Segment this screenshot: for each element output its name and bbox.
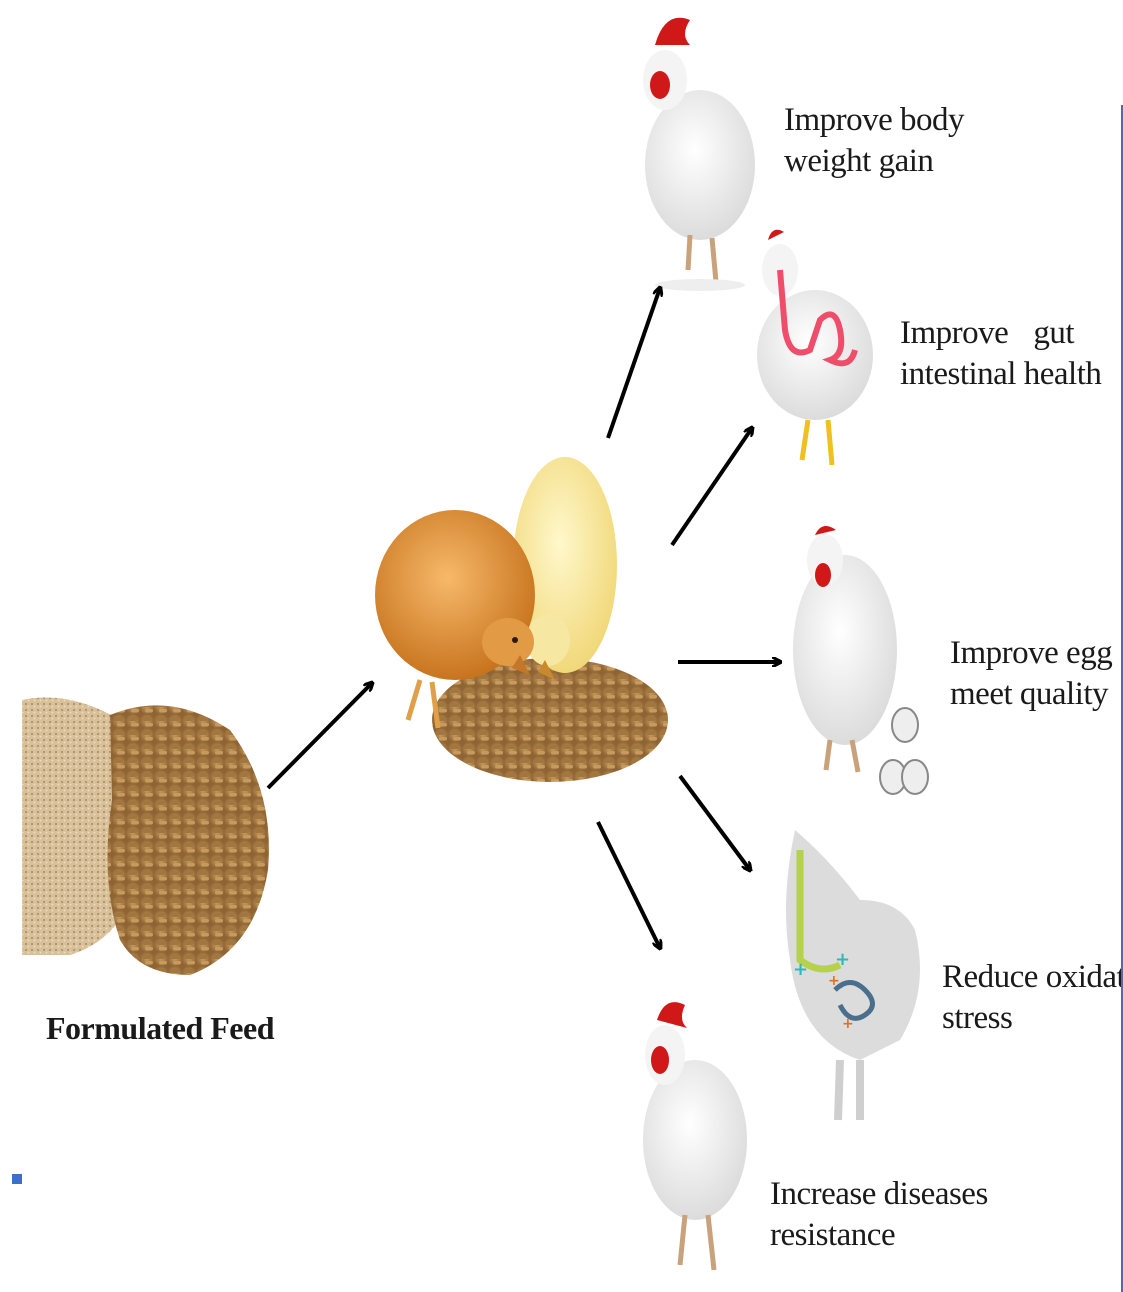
benefit-line: Increase diseases [770, 1174, 988, 1215]
benefit-line: resistance [770, 1215, 988, 1256]
benefit-disease-resistance-label: Increase diseases resistance [770, 1174, 988, 1257]
hen-egg-quality-image [793, 526, 928, 794]
benefit-gut-health-label: Improve gut intestinal health [900, 313, 1074, 396]
benefit-line: Improve egg and [950, 633, 1122, 674]
benefit-body-weight-label: Improve body weight gain [784, 100, 938, 183]
benefit-line: Improve gut [900, 313, 1074, 354]
svg-text:+: + [842, 1016, 854, 1032]
chicks-eating-image [375, 457, 668, 782]
arrow-to-gut-health [672, 428, 752, 545]
arrow-to-disease-resistance [598, 822, 660, 948]
formulated-feed-label: Formulated Feed [46, 1008, 274, 1048]
benefit-egg-quality-label: Improve egg and meet quality [950, 633, 1122, 716]
hen-disease-resistance-image [643, 1002, 747, 1270]
benefit-line: intestinal health [900, 354, 1074, 395]
svg-text:+: + [793, 959, 808, 980]
benefit-egg-quality-clip: Improve egg and meet quality [950, 620, 1122, 740]
benefit-line: meet quality [950, 674, 1122, 715]
formulated-feed-image [22, 698, 269, 976]
svg-text:+: + [835, 949, 850, 970]
arrow-to-oxidative-stress [680, 776, 750, 870]
hen-oxidative-stress-image: + + + + [786, 830, 920, 1120]
benefit-line: Reduce oxidative [942, 957, 1123, 998]
benefit-line: stress [942, 998, 1123, 1039]
bullet-marker [12, 1174, 22, 1184]
benefit-line: weight gain [784, 141, 938, 182]
arrow-to-body-weight [608, 288, 660, 438]
benefit-line: Improve body [784, 100, 938, 141]
arrow-feed-to-chicks [268, 683, 372, 788]
pellet-feed-pile [108, 705, 269, 975]
benefit-oxidative-stress-label: Reduce oxidative stress [942, 957, 1123, 1040]
hen-body-weight-image [643, 18, 755, 291]
hen-gut-health-image [757, 230, 873, 465]
svg-text:+: + [828, 973, 840, 989]
